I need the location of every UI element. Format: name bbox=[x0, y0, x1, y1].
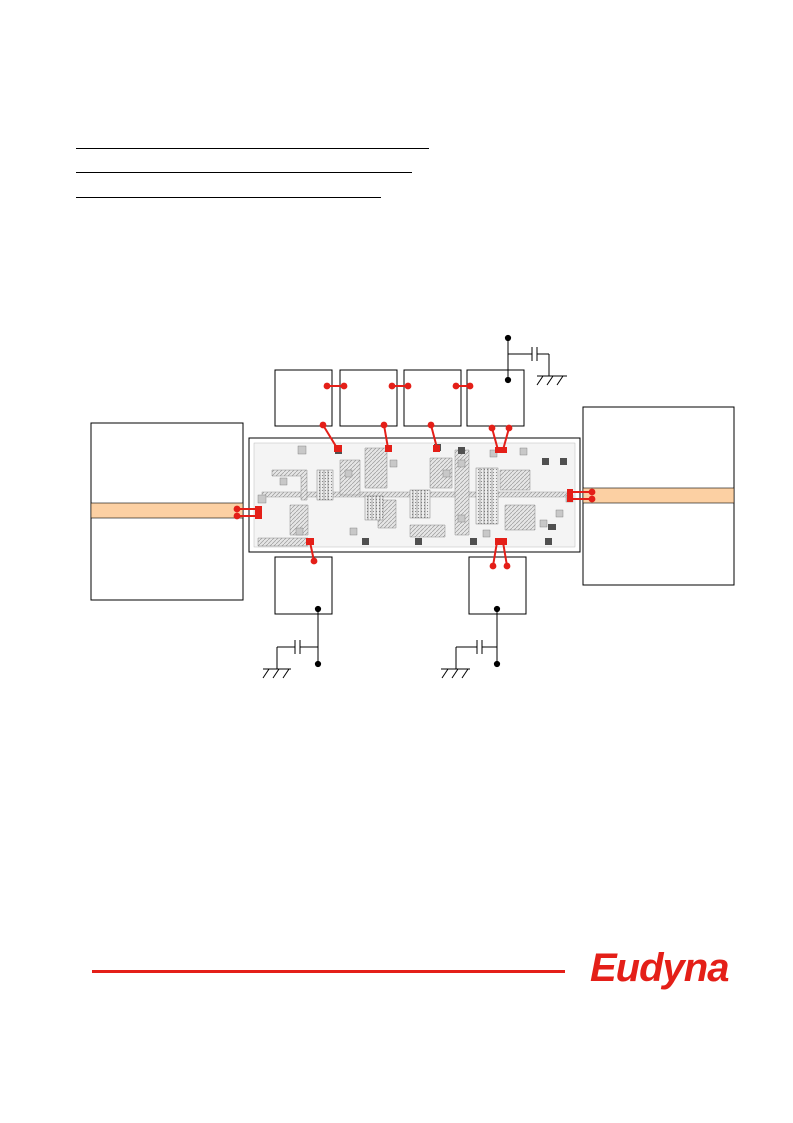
output-microstrip bbox=[582, 487, 735, 504]
drain-bias-cap-left bbox=[262, 605, 322, 679]
input-substrate bbox=[90, 422, 244, 601]
header-rule-3 bbox=[76, 197, 381, 198]
header-rule-2 bbox=[76, 172, 412, 173]
bond-pads bbox=[233, 382, 596, 570]
output-substrate bbox=[582, 406, 735, 586]
drain-bias-cap-right bbox=[441, 605, 501, 679]
bottom-bias-boxes bbox=[274, 556, 527, 615]
top-bias-boxes bbox=[274, 369, 525, 427]
footer-rule bbox=[92, 970, 565, 973]
header-rule-1 bbox=[76, 148, 429, 149]
mmic-chip bbox=[248, 437, 581, 553]
bond-wires bbox=[237, 385, 592, 567]
input-microstrip bbox=[90, 502, 244, 519]
eudyna-logo: Eudyna bbox=[590, 946, 729, 990]
gate-bias-cap-top bbox=[504, 334, 567, 386]
